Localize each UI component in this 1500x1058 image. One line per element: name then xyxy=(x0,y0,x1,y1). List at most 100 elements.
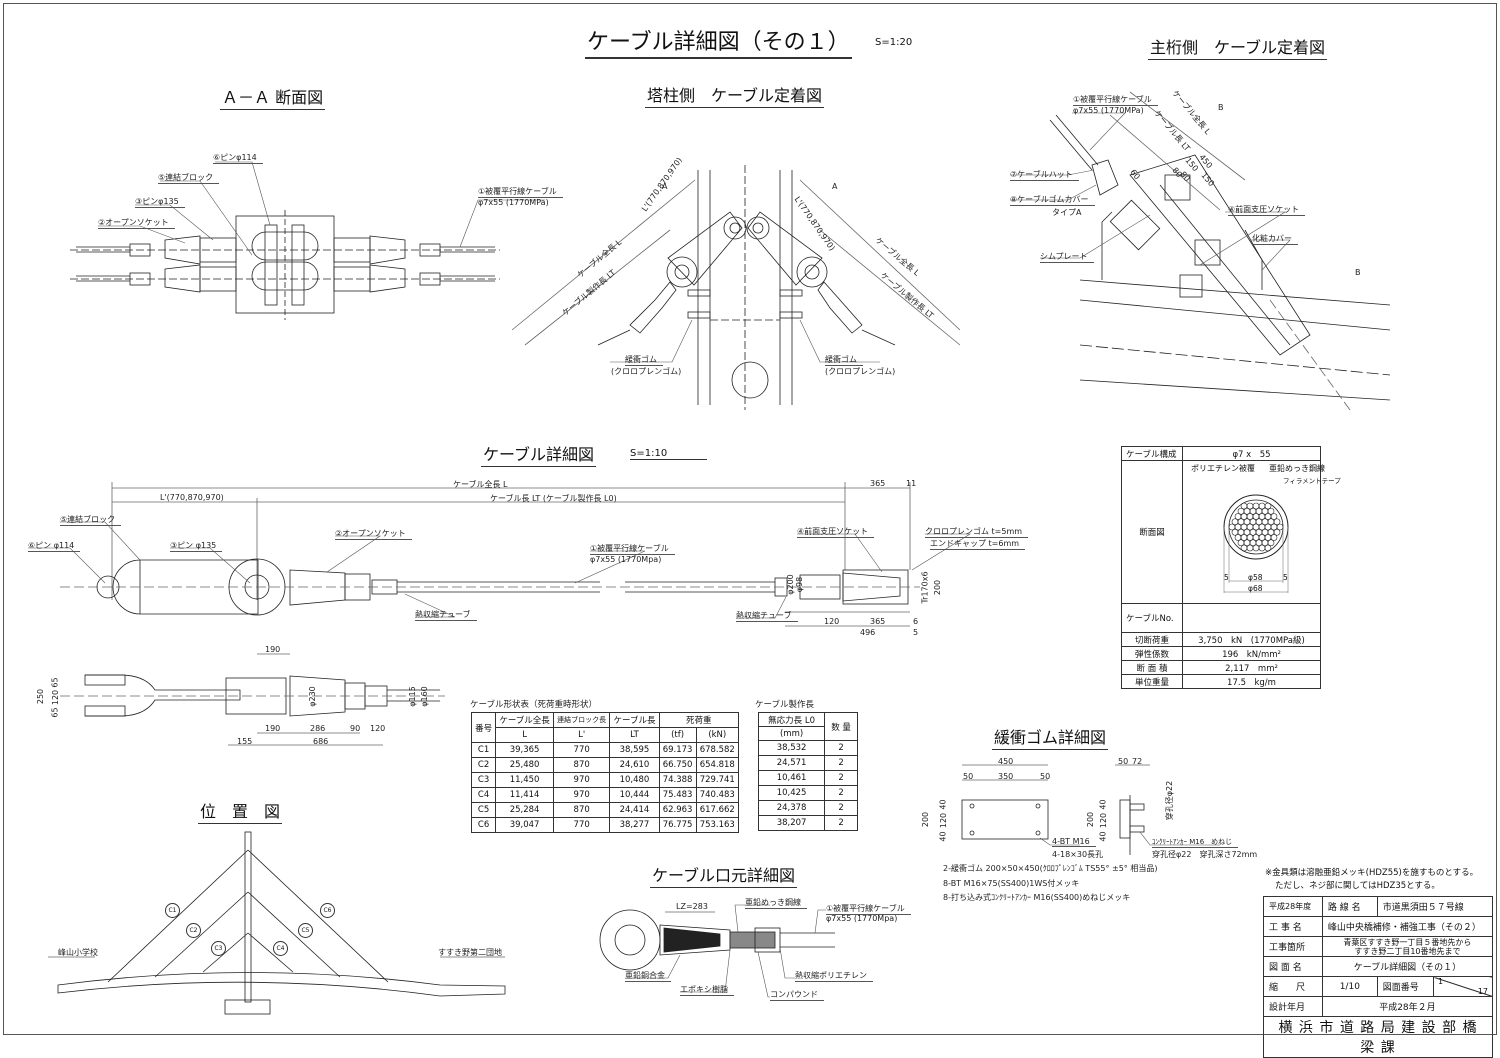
cell-LT: 24,610 xyxy=(609,757,660,773)
tb-scale-label: 縮 尺 xyxy=(1263,976,1323,997)
cd-label-front-socket: ④前面支圧ソケット xyxy=(797,526,875,538)
tb-number-label: 図面番号 xyxy=(1376,976,1435,997)
rd-drill-dia: 穿孔径φ22 xyxy=(1165,780,1175,821)
rd-side-200: 200 xyxy=(1086,811,1096,828)
rd-side-72: 72 xyxy=(1132,757,1143,766)
cd-dim-120: 120 xyxy=(824,617,840,626)
md-epoxy: エポキシ樹脂 xyxy=(680,984,734,996)
cell-Lp: 770 xyxy=(552,817,611,833)
cd-lprime: L'(770,870,970) xyxy=(160,493,224,502)
wire-strand xyxy=(1252,544,1260,552)
wire-strand xyxy=(1267,507,1275,515)
md-alloy: 亜鉛銅合金 xyxy=(625,970,671,982)
cell-kN: 678.582 xyxy=(695,742,740,758)
label-pin135: ③ピンφ135 xyxy=(135,196,185,208)
pv-dim-65a: 65 xyxy=(50,677,60,688)
spec-d58: φ58 xyxy=(1248,573,1263,582)
mouth-detail-title: ケーブル口元詳細図 xyxy=(650,862,798,888)
rd-note-1: 2-緩衝ゴム 200×50×450(ｸﾛﾛﾌﾟﾚﾝｺﾞﾑ TS55° ±5° 相… xyxy=(943,864,1158,873)
spec-label-pe: ポリエチレン被覆 xyxy=(1191,464,1255,473)
pv-dim-230: φ230 xyxy=(307,686,317,707)
cd-label-heat-tube-2: 熱収縮チューブ xyxy=(736,610,798,622)
wire-strand xyxy=(1267,539,1275,547)
cell-no: C6 xyxy=(470,817,497,833)
rubber-detail-title: 緩衝ゴム詳細図 xyxy=(992,724,1109,750)
cd-dim-5: 5 xyxy=(913,628,919,637)
th-no: 番号 xyxy=(470,712,497,743)
cd-dim-200v: 200 xyxy=(933,579,943,596)
cell-tf: 62.963 xyxy=(658,802,697,818)
cell-L: 11,414 xyxy=(495,787,554,803)
cable-marker: C5 xyxy=(298,923,313,938)
rd-note-3: 8-打ち込み式ｺﾝｸﾘｰﾄｱﾝｶｰ M16(SS400)めねじメッキ xyxy=(943,893,1131,902)
shape-table: 番号 ケーブル全長 連結ブロック長 ケーブル長 死荷重 L L' LT (tf)… xyxy=(470,712,740,833)
cable-marker: C3 xyxy=(211,941,226,956)
shape-table-caption: ケーブル形状表（死荷重時形状） xyxy=(470,700,597,710)
tb-number-total: 17 xyxy=(1477,987,1488,996)
wire-strand xyxy=(1264,544,1272,552)
th-length: ケーブル長 xyxy=(609,712,660,728)
section-mark-a-right: A xyxy=(832,182,838,191)
cable-detail-scale: S=1:10 xyxy=(630,448,708,460)
md-lz: LZ=283 xyxy=(676,902,708,911)
cell-LT: 10,480 xyxy=(609,772,660,788)
girder-label-cover: 化粧カバー xyxy=(1252,233,1298,245)
cd-label-chloroprene: クロロプレンゴム t=5mm xyxy=(925,526,1029,538)
spec-d68: φ68 xyxy=(1248,584,1263,593)
cell-tf: 66.750 xyxy=(658,757,697,773)
cell-l0: 24,378 xyxy=(757,800,826,816)
tower-anchor-title: 塔柱側 ケーブル定着図 xyxy=(645,82,825,108)
location-left-label: 峰山小学校 xyxy=(58,948,98,957)
cd-cable-length: ケーブル長 LT (ケーブル製作長 L0) xyxy=(490,494,617,503)
cell-kN: 617.662 xyxy=(695,802,740,818)
girder-label-front-socket: ④前面支圧ソケット xyxy=(1228,204,1306,216)
label-open-socket: ②オープンソケット xyxy=(98,217,175,229)
rd-note-2: 8-BT M16×75(SS400)1WS付メッキ xyxy=(943,879,1080,888)
cell-qty: 2 xyxy=(824,770,858,786)
md-cable-spec: φ7x55 (1770Mpa) xyxy=(826,914,898,923)
cell-l0: 24,571 xyxy=(757,755,826,771)
pv-dim-190-top: 190 xyxy=(265,645,281,654)
label-cable: ①被覆平行線ケーブル xyxy=(478,186,563,198)
spec-row-value: 196 kN/mm² xyxy=(1182,646,1321,661)
rd-dim-450: 450 xyxy=(998,757,1014,766)
th-LT: LT xyxy=(609,727,660,743)
tb-work-label: 工 事 名 xyxy=(1263,916,1323,937)
spec-row-value: 3,750 kN (1770MPa級) xyxy=(1182,632,1321,647)
cell-L: 39,047 xyxy=(495,817,554,833)
cd-label-pin135: ③ピン φ135 xyxy=(170,540,223,552)
pv-dim-160: φ160 xyxy=(419,686,429,707)
tb-scale-value: 1/10 xyxy=(1321,976,1378,997)
cd-dim-98: φ98 xyxy=(795,576,805,593)
cell-Lp: 770 xyxy=(552,742,611,758)
cell-l0: 10,461 xyxy=(757,770,826,786)
girder-section-mark-b: B xyxy=(1218,103,1224,112)
rd-bolt: 4-BT M16 xyxy=(1052,837,1096,847)
cell-kN: 740.483 xyxy=(695,787,740,803)
wire-strand xyxy=(1240,544,1248,552)
sheet-scale: S=1:20 xyxy=(875,37,913,48)
cell-l0: 38,532 xyxy=(757,740,826,756)
cd-dim-365-top: 365 xyxy=(870,479,886,488)
label-rubber-left: 緩衝ゴム xyxy=(625,354,663,366)
girder-label-cable-spec: φ7x55 (1770MPa) xyxy=(1073,106,1144,115)
spec-label-filament: フィラメントテープ xyxy=(1283,477,1341,485)
cell-no: C2 xyxy=(470,757,497,773)
spec-t5b: 5 xyxy=(1283,573,1288,582)
rd-side-120: 120 xyxy=(1099,812,1109,829)
cable-spec-table: ケーブル構成 φ7 x 55 断面図 ポリエチレン被覆 亜鉛めっき鋼線 フィラメ… xyxy=(1121,446,1341,689)
label-rubber-sub-right: (クロロプレンゴム) xyxy=(825,367,896,376)
tb-year: 平成28年度 xyxy=(1263,896,1323,917)
cd-dim-365: 365 xyxy=(870,617,886,626)
cell-Lp: 970 xyxy=(552,787,611,803)
tb-place-label: 工事箇所 xyxy=(1263,936,1323,957)
spec-section-label: 断面図 xyxy=(1121,460,1183,604)
